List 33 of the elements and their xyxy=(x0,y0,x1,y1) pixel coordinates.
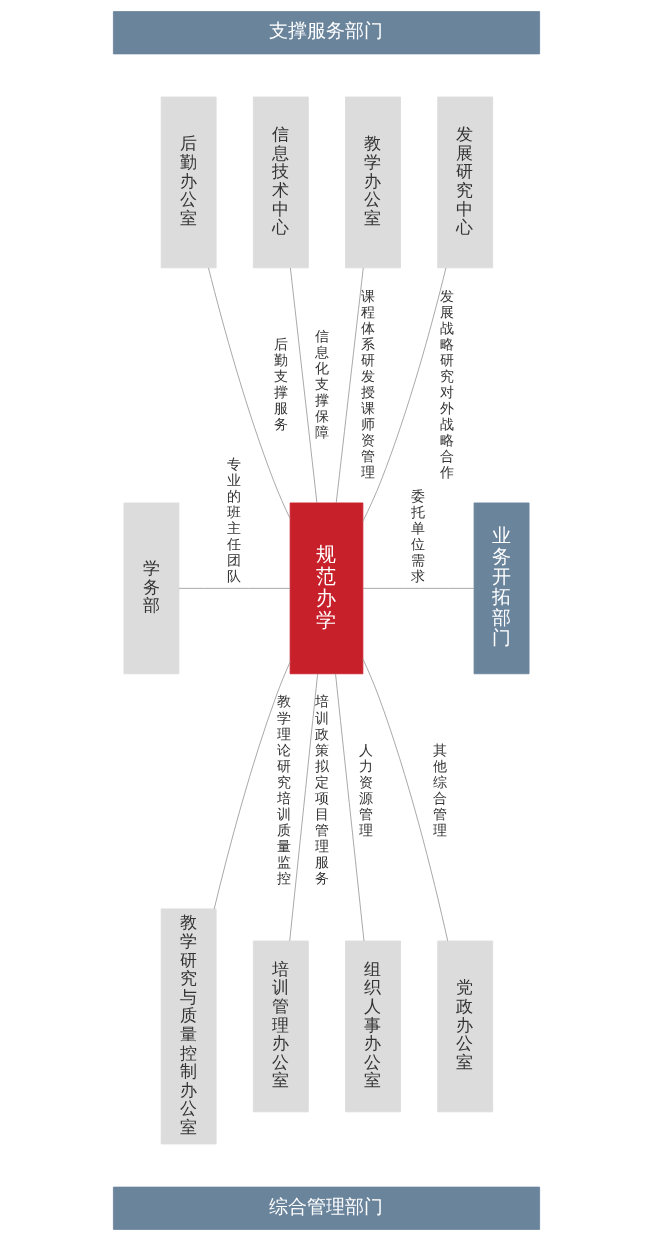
connector xyxy=(208,267,291,520)
node-box: 规范办学 xyxy=(289,502,364,675)
node-box: 教学办公室 xyxy=(345,96,401,269)
edge-label: 专业的班主任团队 xyxy=(226,455,241,585)
node-box: 党政办公室 xyxy=(437,940,494,1113)
edge-label: 培训政策拟定项目管理服务 xyxy=(314,693,329,887)
edge-label: 课程体系研发授课师资管理 xyxy=(361,287,376,481)
connector xyxy=(335,673,365,942)
connector xyxy=(362,658,449,942)
connector xyxy=(362,587,475,589)
edge-label: 委托单位需求 xyxy=(410,487,425,585)
edge-label: 信息化支撑保障 xyxy=(314,327,329,441)
connector xyxy=(178,587,291,589)
edge-label: 后勤支撑服务 xyxy=(274,335,289,433)
node-box: 发展研究中心 xyxy=(437,96,494,269)
edge-label: 人力资源管理 xyxy=(358,741,373,838)
node-box: 组织人事办公室 xyxy=(345,940,401,1113)
connector xyxy=(362,267,447,522)
node-box: 支撑服务部门 xyxy=(112,11,541,55)
edge-label: 发展战略研究对外战略合作 xyxy=(439,287,454,481)
node-box: 教学研究与质量控制办公室 xyxy=(160,908,217,1145)
node-box: 业务开拓部门 xyxy=(473,502,530,675)
node-box: 培训管理办公室 xyxy=(252,940,309,1113)
node-box: 后勤办公室 xyxy=(160,96,217,269)
node-box: 信息技术中心 xyxy=(252,96,309,269)
edge-label: 其他综合管理 xyxy=(433,741,448,838)
edge-label: 教学理论研究培训质量监控 xyxy=(276,693,291,887)
connector xyxy=(290,267,318,504)
connector xyxy=(289,673,319,942)
connector xyxy=(213,661,291,910)
node-box: 综合管理部门 xyxy=(112,1186,541,1230)
connector xyxy=(335,267,364,504)
node-box: 学务部 xyxy=(123,502,180,675)
